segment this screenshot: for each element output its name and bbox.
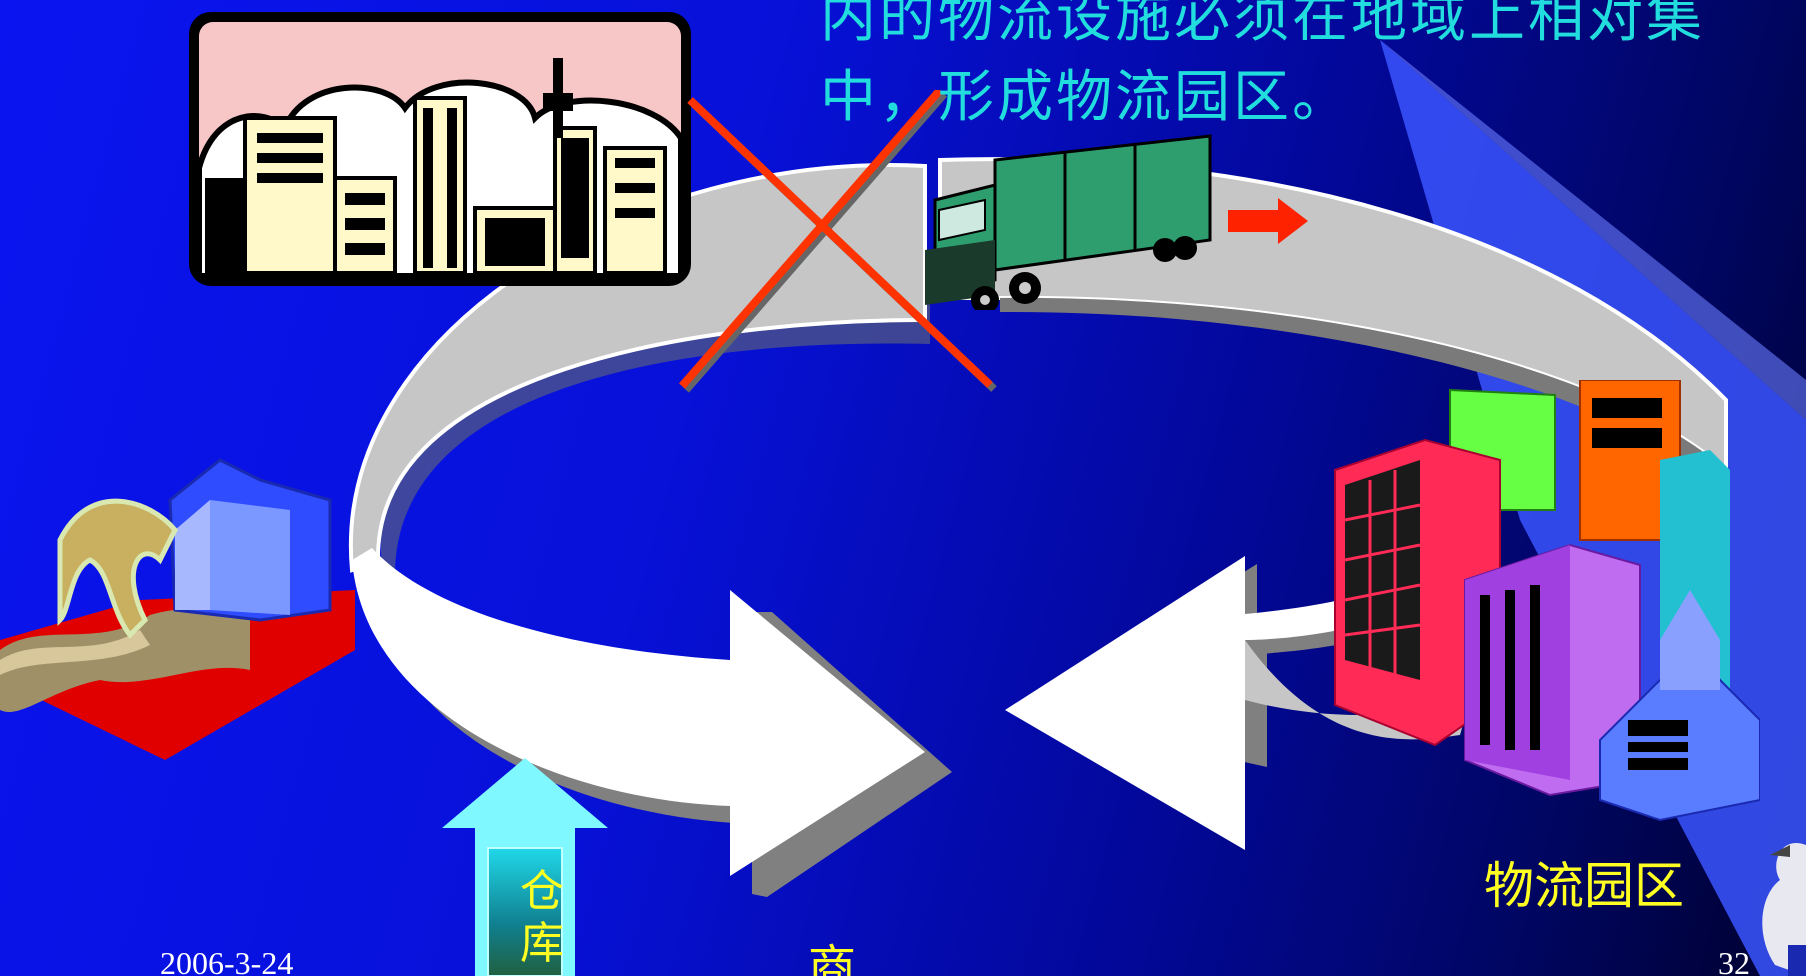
red-arrow-icon [1228,198,1308,244]
warehouse-label: 仓库 [520,866,564,969]
shop-label: 商 [808,940,857,976]
red-cross-icon [678,90,997,393]
logistics-park-buildings-icon [1334,380,1760,822]
warehouse-arrow-icon [442,758,608,976]
left-arrow-band [352,548,952,897]
title-line-1: 内的物流设施必须在地域上相对集 [820,0,1705,50]
logistics-park-label: 物流园区 [1484,857,1684,915]
city-skyline-icon [189,12,691,286]
delivery-truck-icon [925,134,1212,310]
title-line-2: 中，形成物流园区。 [820,65,1351,130]
footer-date: 2006-3-24 [160,945,294,976]
page-number: 32 [1718,945,1750,976]
crane-bird-icon [1762,843,1806,976]
factory-icon [0,458,355,760]
